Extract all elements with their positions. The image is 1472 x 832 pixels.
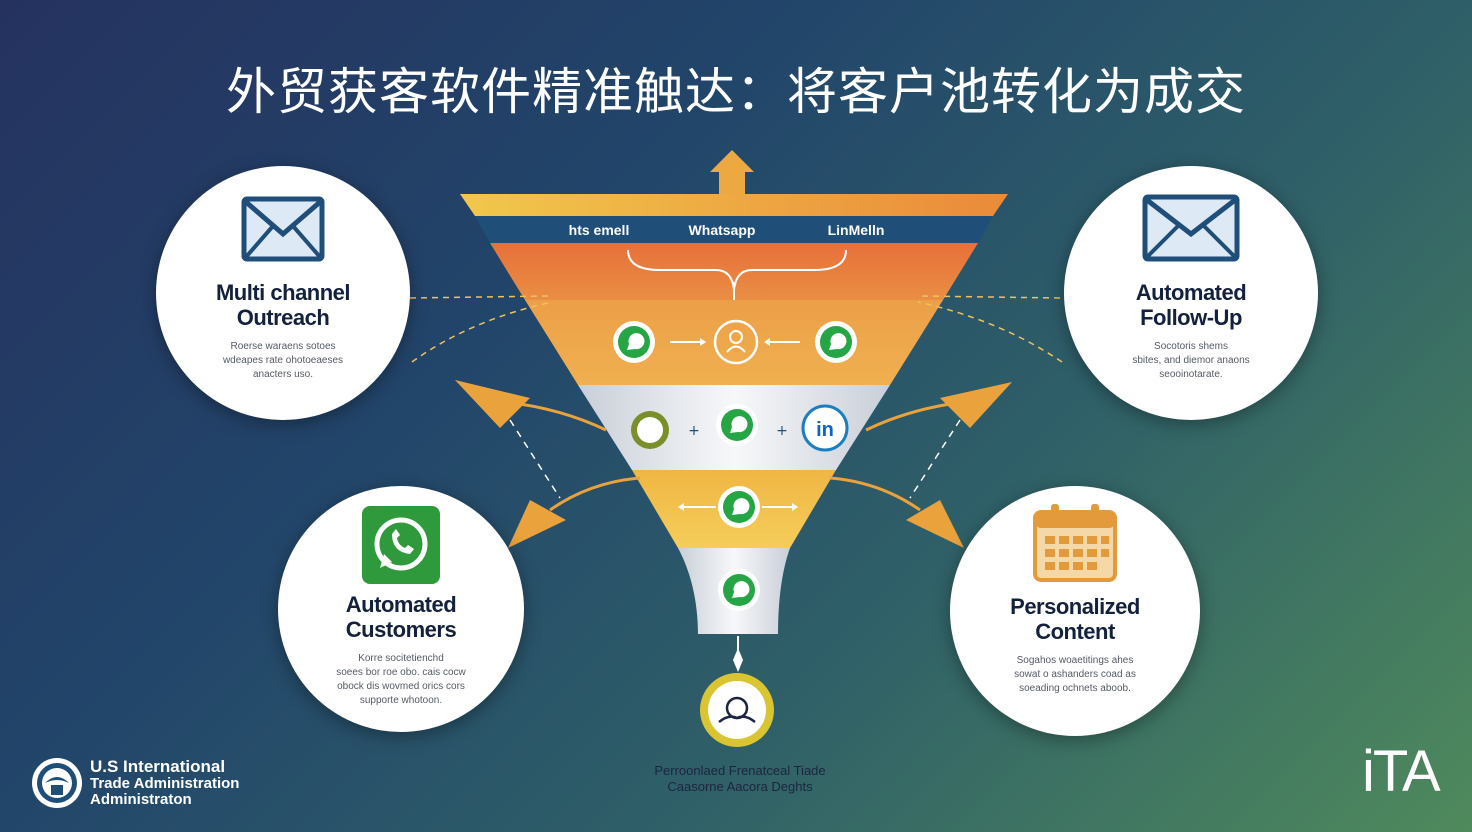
seal-icon [32, 758, 82, 808]
linkedin-icon: in [801, 404, 849, 452]
arrow-icon [906, 500, 964, 548]
whatsapp-icon [613, 321, 655, 363]
calendar-icon [1033, 502, 1117, 582]
card-description: Sogahos woaetitings ahes sowat o ashande… [1014, 655, 1136, 694]
org-branding: U.S International Trade Administration A… [32, 758, 239, 808]
bottom-caption-line1: Perroonlaed Frenatceal Tiade [654, 763, 826, 778]
channel-label-whatsapp: Whatsapp [689, 222, 756, 238]
card-heading: Automated Customers [345, 592, 457, 642]
envelope-icon [241, 196, 325, 262]
org-name-line3: Administraton [90, 791, 192, 808]
whatsapp-icon [718, 486, 760, 528]
channel-label-linkedin: LinMelln [828, 222, 885, 238]
card-heading: Personalized Content [1010, 594, 1140, 644]
whatsapp-icon [718, 569, 760, 611]
ita-logo: iTA [1362, 739, 1441, 804]
user-icon [713, 319, 759, 365]
svg-text:+: + [776, 423, 788, 439]
chat-bubble-icon [631, 411, 669, 449]
card-description: Socotoris shems sbites, and diemor anaon… [1132, 341, 1250, 380]
page-title: 外贸获客软件精准触达：将客户池转化为成交 [226, 63, 1246, 121]
svg-text:in: in [816, 419, 834, 441]
card-heading: Automated Follow-Up [1135, 280, 1247, 330]
card-heading: Multi channel Outreach [215, 280, 351, 330]
bottom-caption-line2: Caasorne Aacora Deghts [667, 779, 813, 794]
org-name-line2: Trade Administration [90, 775, 240, 792]
envelope-icon [1142, 194, 1240, 262]
org-name: U.S International Trade Administration A… [90, 758, 239, 808]
bottom-caption: Perroonlaed Frenatceal Tiade Caasorne Aa… [600, 763, 880, 795]
card-description: Korre socitetienchd soees bor roe obo. c… [336, 653, 466, 706]
up-arrow-icon [710, 150, 754, 196]
card-description: Roerse waraens sotoes wdeapes rate ohoto… [222, 341, 344, 380]
card-automated-customers: Automated Customers Korre socitetienchd … [278, 486, 524, 732]
arrow-icon [508, 500, 566, 548]
card-automated-followup: Automated Follow-Up Socotoris shems sbit… [1064, 166, 1318, 420]
channel-label-email: hts emell [569, 222, 630, 238]
card-multichannel-outreach: Multi channel Outreach Roerse waraens so… [156, 166, 410, 420]
whatsapp-icon [815, 321, 857, 363]
org-name-line1: U.S International [90, 757, 226, 776]
arrow-icon [940, 382, 1012, 428]
funnel-band-channels [475, 216, 993, 243]
whatsapp-icon [362, 506, 440, 584]
arrow-icon [455, 380, 530, 428]
whatsapp-icon [716, 404, 758, 446]
svg-text:+: + [688, 423, 700, 439]
search-user-icon [700, 673, 774, 747]
card-personalized-content: Personalized Content Sogahos woaetitings… [950, 486, 1200, 736]
funnel-band-orange [490, 243, 978, 300]
funnel-band-top [460, 194, 1008, 216]
